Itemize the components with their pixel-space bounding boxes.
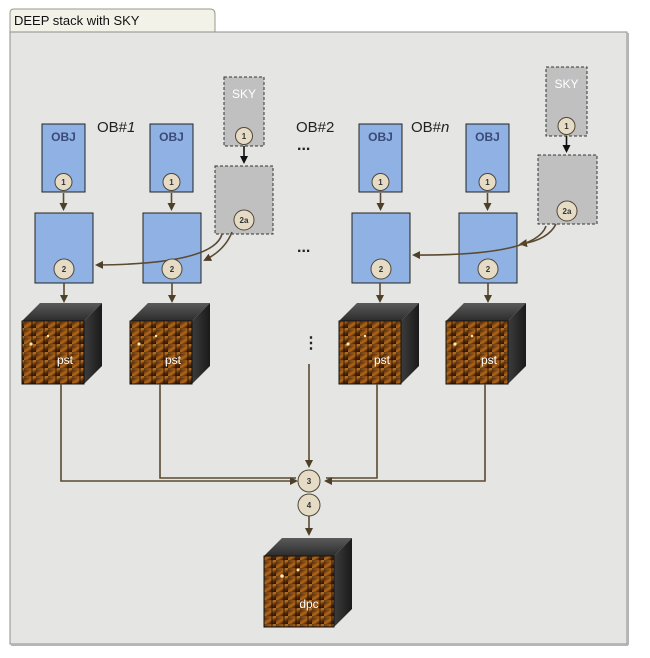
svg-text:1: 1 (61, 178, 66, 187)
arrows-sky-to-2a (240, 136, 571, 164)
step-1-obj-2: 1 (162, 173, 181, 191)
svg-text:2a: 2a (563, 207, 572, 216)
svg-text:pst: pst (481, 353, 498, 367)
svg-text:OBJ: OBJ (51, 130, 76, 144)
svg-text:OBJ: OBJ (475, 130, 500, 144)
step-2a-1: 2a (233, 209, 255, 231)
step-2-box-4: 2 (477, 258, 499, 280)
svg-text:2: 2 (62, 265, 67, 274)
pst-cube-2: pst (129, 303, 210, 385)
svg-text:4: 4 (307, 501, 312, 510)
svg-text:1: 1 (242, 132, 247, 141)
svg-text:2: 2 (170, 265, 175, 274)
arrows-obj-to-processed (59, 193, 492, 211)
svg-text:SKY: SKY (232, 87, 256, 101)
dpc-cube: dpc (263, 538, 352, 628)
ellipsis-middle: ... (297, 239, 310, 256)
svg-text:pst: pst (57, 353, 74, 367)
arrows-2a-to-processed (95, 223, 557, 269)
svg-text:1: 1 (378, 178, 383, 187)
step-1-obj-4: 1 (478, 173, 497, 191)
svg-text:1: 1 (169, 178, 174, 187)
step-3: 3 (297, 469, 321, 493)
arrows-cubes-to-merge (60, 364, 486, 536)
vertical-ellipsis: ⋮ (303, 335, 319, 352)
ob1-label: OB#1 (97, 119, 135, 136)
svg-text:pst: pst (165, 353, 182, 367)
arrows-processed-to-cubes (60, 283, 492, 303)
step-4: 4 (297, 493, 321, 517)
step-1-sky-2: 1 (557, 117, 576, 135)
svg-text:2a: 2a (240, 216, 249, 225)
obn-label: OB#n (411, 119, 449, 136)
svg-text:SKY: SKY (554, 77, 578, 91)
svg-text:pst: pst (374, 353, 391, 367)
svg-text:OBJ: OBJ (368, 130, 393, 144)
step-2a-2: 2a (556, 200, 578, 222)
svg-text:dpc: dpc (299, 597, 318, 611)
step-1-sky-1: 1 (235, 127, 253, 145)
pst-cube-4: pst (445, 303, 526, 385)
svg-text:2: 2 (486, 265, 491, 274)
svg-text:1: 1 (564, 122, 569, 131)
step-2-box-2: 2 (161, 258, 183, 280)
ob2-label: OB#2 (296, 119, 334, 136)
pst-cube-1: pst (21, 303, 102, 385)
svg-text:3: 3 (307, 477, 312, 486)
ellipsis-top: ... (297, 137, 310, 154)
step-1-obj-1: 1 (54, 173, 73, 191)
obj-box-2: OBJ (149, 123, 194, 193)
svg-text:OBJ: OBJ (159, 130, 184, 144)
step-circles: 1 1 1 1 1 1 2a 2a 2 2 2 2 3 4 (53, 117, 578, 517)
svg-text:2: 2 (379, 265, 384, 274)
step-2-box-3: 2 (370, 258, 392, 280)
step-2-box-1: 2 (53, 258, 75, 280)
pst-cube-3: pst (338, 303, 419, 385)
title-tab: DEEP stack with SKY (9, 8, 216, 33)
step-1-obj-3: 1 (371, 173, 390, 191)
diagram-title: DEEP stack with SKY (14, 13, 140, 28)
svg-text:1: 1 (485, 178, 490, 187)
